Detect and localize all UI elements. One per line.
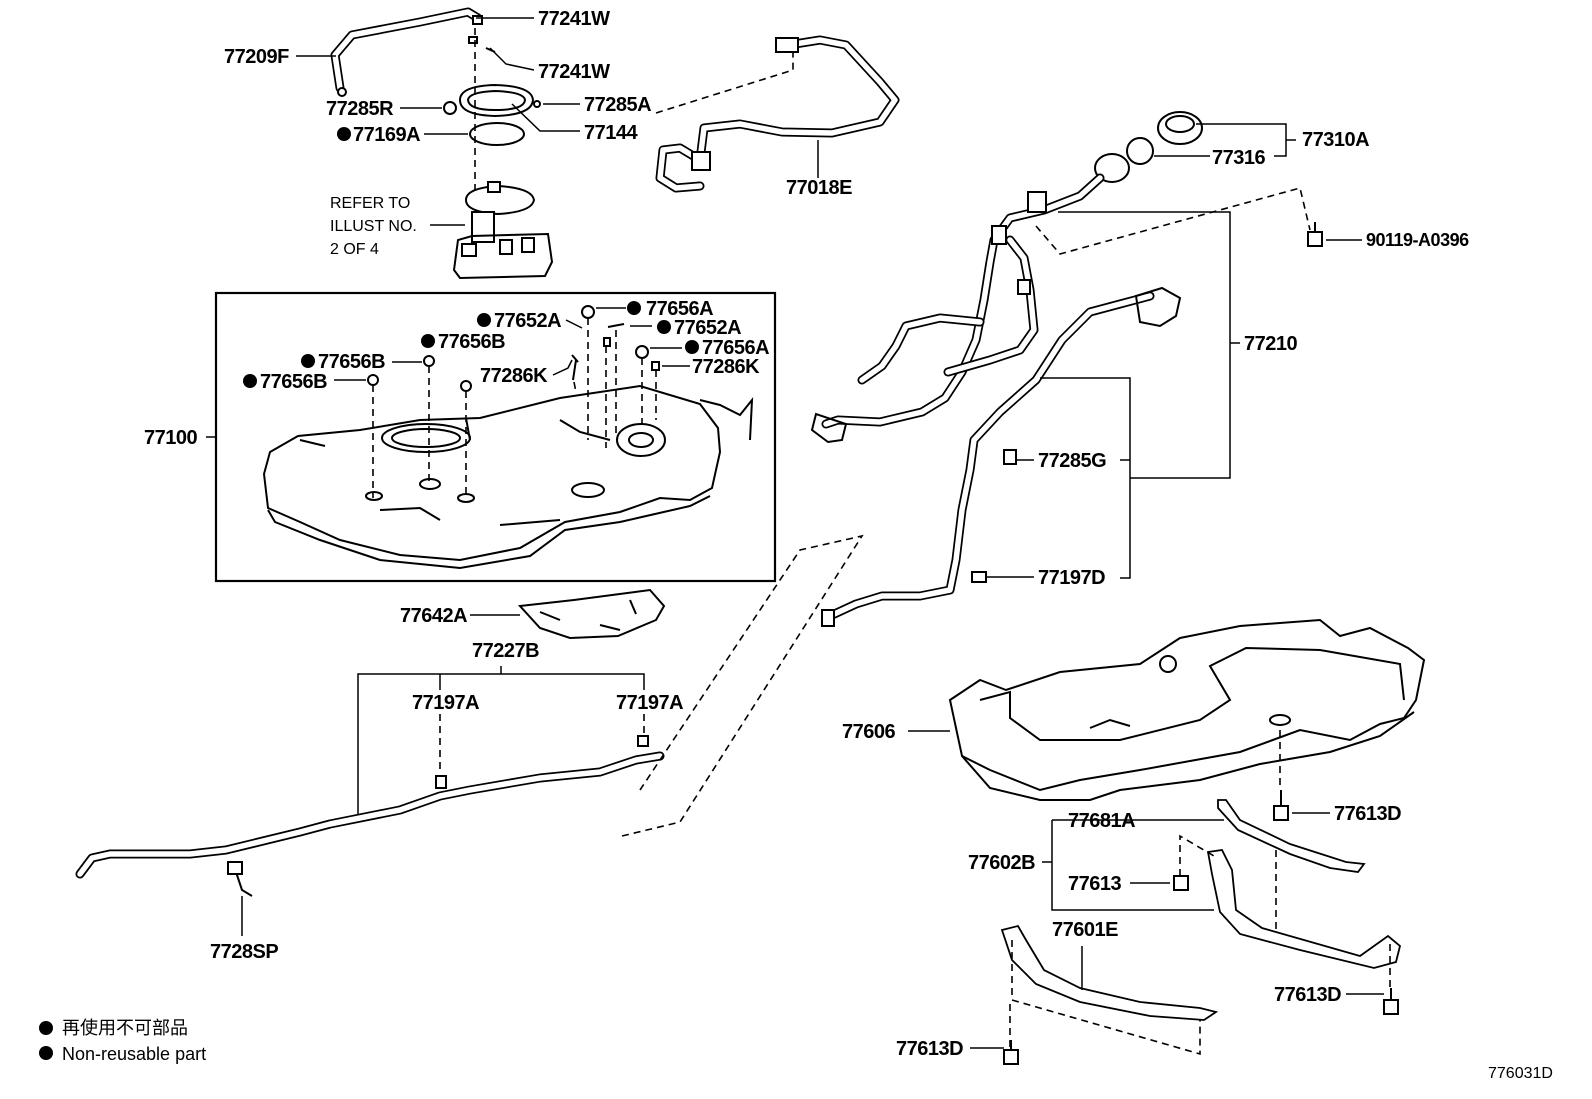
label-77241W-a: 77241W — [538, 8, 610, 30]
label-77285R: 77285R — [326, 98, 394, 120]
breather-tube — [821, 286, 1182, 627]
label-77227B: 77227B — [472, 640, 539, 662]
bolt-77613D-c — [1383, 988, 1399, 1015]
tank-fittings — [367, 305, 660, 392]
fuel-main-tube-77227B — [75, 735, 665, 897]
clip-77241W — [468, 15, 496, 53]
label-77652A-a: 77652A — [494, 310, 561, 332]
illustration-id: 776031D — [1488, 1065, 1553, 1082]
label-77656B-a: 77656B — [438, 331, 505, 353]
label-77100: 77100 — [144, 427, 197, 449]
non-reusable-markers — [39, 127, 699, 1060]
label-77652A-b: 77652A — [674, 317, 741, 339]
label-77613D-a: 77613D — [1334, 803, 1401, 825]
clip-77285G — [1003, 449, 1017, 465]
gasket-77169A — [469, 122, 525, 146]
fuel-line-77209F — [330, 7, 483, 97]
label-77197A-b: 77197A — [616, 692, 683, 714]
retainer-ring-77144 — [443, 83, 541, 118]
label-77018E: 77018E — [786, 177, 852, 199]
label-77285G: 77285G — [1038, 450, 1106, 472]
label-77210: 77210 — [1244, 333, 1297, 355]
plug-77285R — [443, 101, 457, 115]
label-77241W-b: 77241W — [538, 61, 610, 83]
label-77286K-a: 77286K — [480, 365, 548, 387]
label-77144: 77144 — [584, 122, 638, 144]
label-77197A-a: 77197A — [412, 692, 479, 714]
strap-77681A — [1217, 799, 1366, 873]
label-77197D: 77197D — [1038, 567, 1105, 589]
label-77169A: 77169A — [353, 124, 420, 146]
label-77606: 77606 — [842, 721, 895, 743]
strap-77601E — [1000, 924, 1219, 1021]
strap-77602B — [1206, 849, 1402, 969]
label-77681A: 77681A — [1068, 810, 1135, 832]
label-7728SP: 7728SP — [210, 941, 278, 963]
label-77286K-b: 77286K — [692, 356, 760, 378]
plug-77285A — [533, 100, 541, 108]
label-77656B-c: 77656B — [260, 371, 327, 393]
fuel-cap-77310A — [1126, 111, 1203, 165]
fuel-pump-assembly — [452, 181, 554, 280]
label-77285A: 77285A — [584, 94, 651, 116]
fuel-tank-77100 — [262, 384, 754, 570]
label-77602B: 77602B — [968, 852, 1035, 874]
vent-tube-77018E — [655, 35, 900, 193]
legend-japanese: 再使用不可部品 — [62, 1018, 188, 1038]
label-77656A-b: 77656A — [702, 337, 769, 359]
legend-english: Non-reusable part — [62, 1044, 206, 1064]
tank-protector-77606 — [948, 618, 1426, 801]
label-77310A: 77310A — [1302, 129, 1369, 151]
label-77209F: 77209F — [224, 46, 289, 68]
label-77613: 77613 — [1068, 873, 1121, 895]
refer-note-line2: ILLUST NO. — [330, 218, 417, 235]
label-90119-A0396: 90119-A0396 — [1366, 230, 1469, 250]
bolt-77613D-b — [1003, 1040, 1019, 1065]
label-77613D-c: 77613D — [1274, 984, 1341, 1006]
bolt-77613 — [1173, 875, 1189, 891]
label-77601E: 77601E — [1052, 919, 1118, 941]
refer-note-line3: 2 OF 4 — [330, 241, 379, 258]
bolt-90119-A0396 — [1307, 222, 1323, 247]
label-77613D-b: 77613D — [896, 1038, 963, 1060]
bolt-77613D-a — [1273, 790, 1289, 821]
label-77656A-a: 77656A — [646, 298, 713, 320]
clamp-77197D — [971, 571, 987, 583]
refer-note-line1: REFER TO — [330, 195, 410, 212]
label-77642A: 77642A — [400, 605, 467, 627]
label-77316: 77316 — [1212, 147, 1265, 169]
heat-insulator-77642A — [517, 588, 666, 640]
label-77656B-b: 77656B — [318, 351, 385, 373]
filler-neck-77210 — [810, 153, 1130, 444]
